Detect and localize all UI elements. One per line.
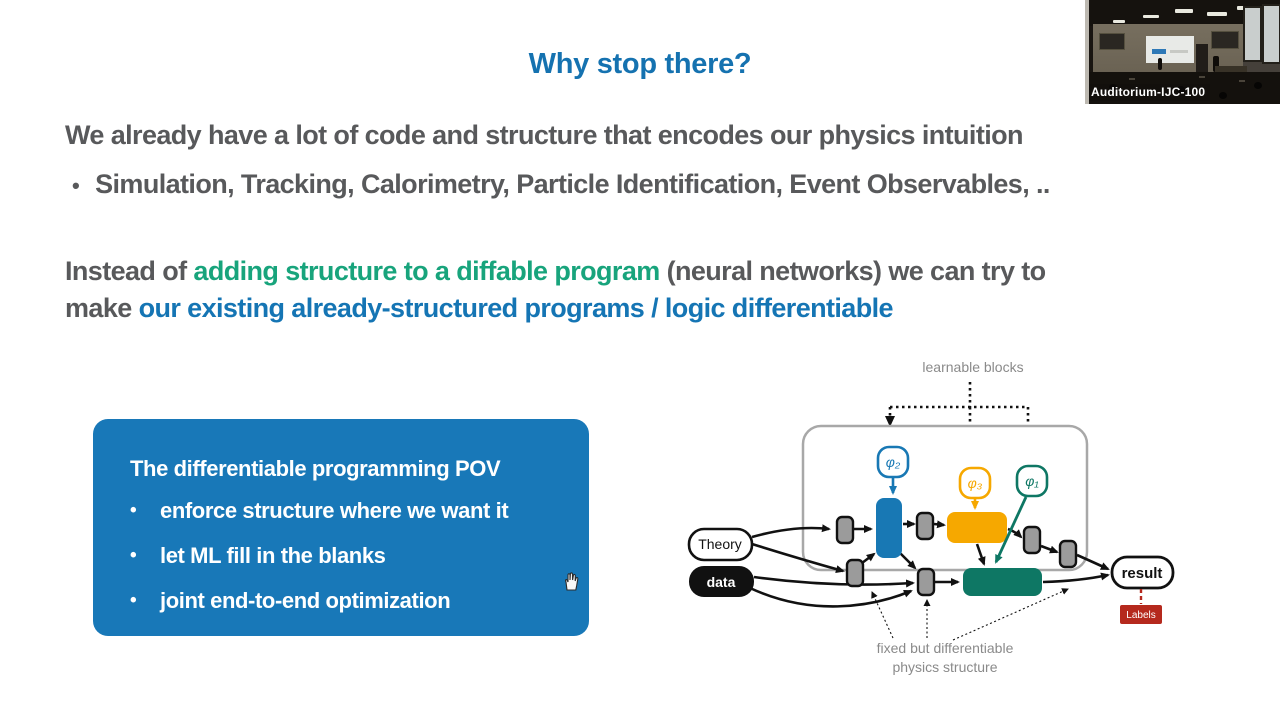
data-node: data bbox=[689, 566, 754, 597]
bullet-glyph: • bbox=[130, 545, 137, 566]
pov-bullet-item: • enforce structure where we want it bbox=[130, 498, 569, 524]
projected-slide-content bbox=[1170, 50, 1188, 53]
pov-bullet-item: • let ML fill in the blanks bbox=[130, 543, 569, 569]
pov-bullet-list: • enforce structure where we want it • l… bbox=[130, 498, 569, 633]
projection-screen bbox=[1146, 36, 1194, 63]
audience-head bbox=[1141, 90, 1149, 97]
audience-head bbox=[1109, 84, 1117, 91]
audience-head bbox=[1177, 86, 1185, 93]
ceiling-light bbox=[1113, 20, 1125, 23]
audience-head bbox=[1219, 92, 1227, 99]
phi1-node: φ₁ bbox=[1015, 464, 1049, 498]
ceiling-light bbox=[1175, 9, 1193, 13]
pov-bullet-text: joint end-to-end optimization bbox=[160, 588, 451, 613]
audience-glint bbox=[1239, 80, 1245, 82]
intro-bullet-row: • Simulation, Tracking, Calorimetry, Par… bbox=[72, 169, 1192, 202]
webcam-view: Auditorium-IJC-100 bbox=[1085, 0, 1280, 104]
pov-box-title: The differentiable programming POV bbox=[130, 456, 501, 481]
data-label: data bbox=[707, 574, 736, 590]
window bbox=[1262, 4, 1280, 64]
theory-label: Theory bbox=[698, 536, 742, 552]
bullet-glyph: • bbox=[130, 590, 137, 611]
phi2-label: φ₂ bbox=[886, 454, 901, 470]
fixed-structure-label-line1: fixed but differentiable bbox=[877, 640, 1014, 656]
lectern bbox=[1215, 66, 1247, 77]
statement-gray-3: make bbox=[65, 293, 139, 323]
bullet-glyph: • bbox=[130, 500, 137, 521]
labels-node: Labels bbox=[1120, 605, 1162, 624]
door bbox=[1196, 44, 1208, 74]
ceiling-light bbox=[1143, 15, 1159, 18]
intro-text: We already have a lot of code and struct… bbox=[65, 120, 1024, 150]
statement-gray-2: (neural networks) we can try to bbox=[659, 256, 1047, 286]
slide-title: Why stop there? bbox=[528, 48, 752, 80]
pov-bullet-text: let ML fill in the blanks bbox=[160, 543, 386, 568]
statement-blue: our existing already-structured programs… bbox=[138, 293, 894, 323]
audience-glint bbox=[1199, 76, 1205, 78]
result-label: result bbox=[1122, 565, 1163, 582]
learnable-dotted-arrows bbox=[885, 382, 1033, 453]
fixed-structure-pointers bbox=[871, 588, 1069, 641]
wall-picture bbox=[1211, 31, 1239, 49]
audience-area bbox=[1089, 72, 1280, 104]
bullet-glyph: • bbox=[72, 173, 80, 198]
theory-node: Theory bbox=[687, 527, 754, 562]
webcam-wall-edge bbox=[1085, 0, 1089, 104]
result-node: result bbox=[1110, 555, 1175, 590]
person-figure bbox=[1158, 58, 1162, 70]
yellow-learnable-block bbox=[947, 512, 1007, 543]
statement-text: Instead of adding structure to a diffabl… bbox=[65, 253, 1200, 327]
presenter-figure bbox=[1213, 56, 1219, 72]
learnable-blocks-label: learnable blocks bbox=[922, 359, 1023, 375]
hand-cursor-icon bbox=[565, 572, 579, 591]
phi2-node: φ₂ bbox=[876, 445, 910, 479]
statement-green: adding structure to a diffable program bbox=[193, 256, 660, 286]
phi1-arrow bbox=[994, 496, 1028, 564]
blue-learnable-block bbox=[876, 498, 902, 558]
labels-label: Labels bbox=[1126, 610, 1155, 621]
dataflow-arrows bbox=[749, 520, 1110, 608]
fixed-structure-label-line2: physics structure bbox=[892, 659, 997, 675]
webcam-room-label: Auditorium-IJC-100 bbox=[1089, 84, 1211, 101]
pov-bullet-text: enforce structure where we want it bbox=[160, 498, 509, 523]
audience-head bbox=[1254, 82, 1262, 89]
phi3-label: φ₃ bbox=[968, 475, 983, 491]
intro-bullet-text: Simulation, Tracking, Calorimetry, Parti… bbox=[95, 169, 1050, 199]
pov-box: The differentiable programming POV • enf… bbox=[93, 419, 589, 636]
teal-learnable-block bbox=[963, 568, 1042, 596]
diffable-pipeline-diagram: learnable blocks bbox=[687, 359, 1175, 675]
statement-gray-1: Instead of bbox=[65, 256, 194, 286]
ceiling-light bbox=[1207, 12, 1227, 16]
window bbox=[1243, 6, 1262, 62]
audience-glint bbox=[1129, 78, 1135, 80]
phi3-node: φ₃ bbox=[958, 466, 992, 500]
phi1-label: φ₁ bbox=[1025, 473, 1039, 489]
projected-slide-box bbox=[1152, 49, 1166, 54]
pov-bullet-item: • joint end-to-end optimization bbox=[130, 588, 569, 614]
wall-picture bbox=[1099, 33, 1125, 50]
fixed-physics-blocks bbox=[835, 511, 1078, 597]
